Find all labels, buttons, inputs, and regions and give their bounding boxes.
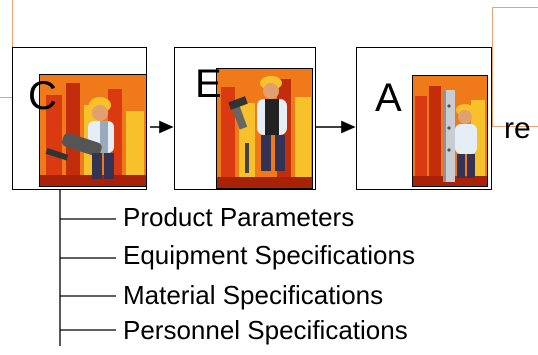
callout-text: re [504, 112, 531, 145]
worker-drill-icon [40, 75, 146, 186]
spec-product-parameters: Product Parameters [123, 202, 355, 232]
step-c-illustration [39, 74, 147, 187]
spec-material-specifications: Material Specifications [123, 280, 384, 310]
step-a-illustration [412, 75, 488, 187]
worker-hammer-icon [217, 69, 312, 188]
step-e-illustration [216, 68, 313, 189]
step-e-letter: E [195, 62, 222, 106]
worker-inspect-icon [413, 76, 487, 186]
spec-personnel-specifications: Personnel Specifications [123, 315, 408, 345]
spec-equipment-specifications: Equipment Specifications [123, 240, 415, 270]
step-c-letter: C [28, 74, 57, 118]
right-callout-box [492, 7, 538, 127]
step-a-letter: A [375, 76, 402, 120]
